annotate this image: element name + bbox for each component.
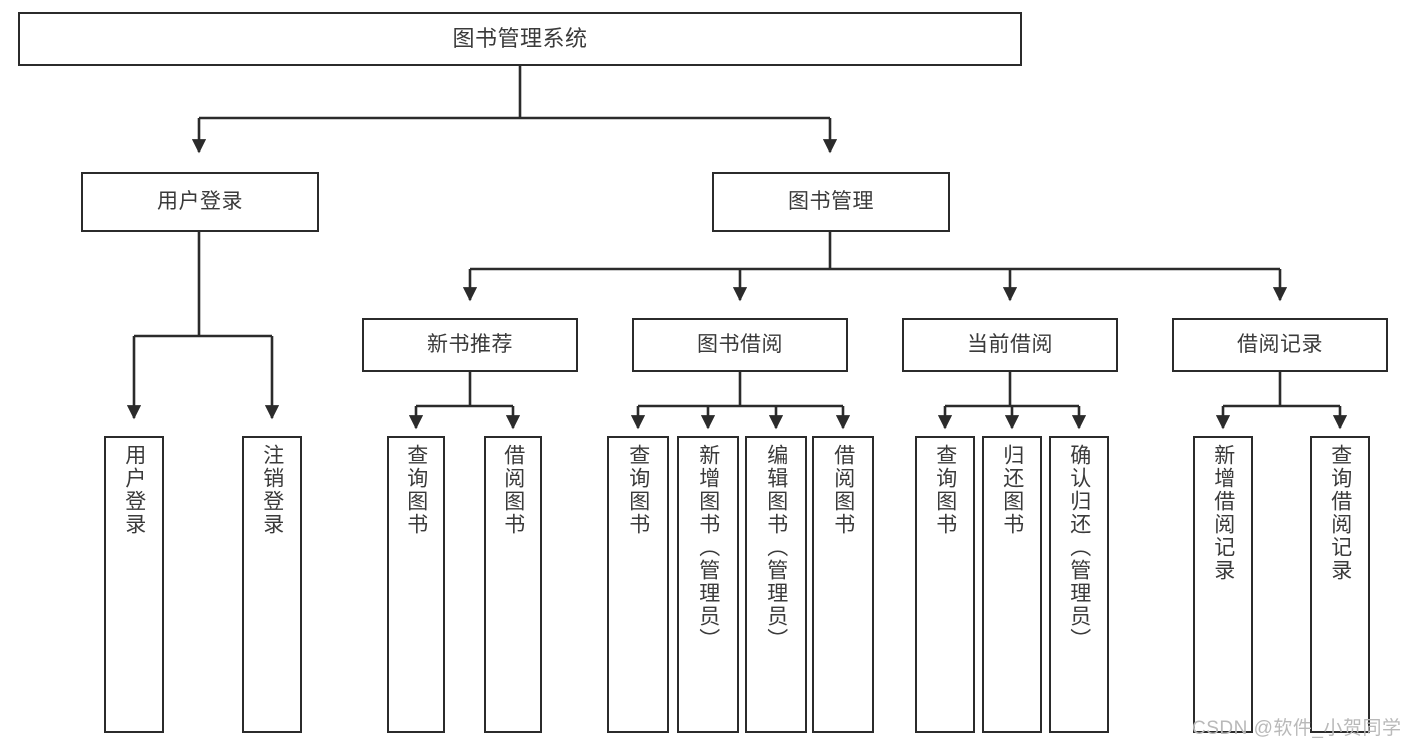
node-label: 查询借阅记录 [1328, 444, 1352, 582]
node-borrow-record[interactable]: 借阅记录 [1172, 318, 1388, 372]
node-label: 图书借阅 [697, 333, 783, 357]
node-user-login[interactable]: 用户登录 [81, 172, 319, 232]
node-label: 图书管理 [788, 190, 874, 214]
node-current-borrow[interactable]: 当前借阅 [902, 318, 1118, 372]
node-label: 用户登录 [157, 190, 243, 214]
leaf-borrow-record-add-record[interactable]: 新增借阅记录 [1193, 436, 1253, 733]
node-root-book-management-system[interactable]: 图书管理系统 [18, 12, 1022, 66]
node-label: 借阅图书 [501, 444, 525, 536]
node-label: 借阅图书 [831, 444, 855, 536]
node-label: 查询图书 [933, 444, 957, 536]
node-book-management[interactable]: 图书管理 [712, 172, 950, 232]
leaf-new-book-query-book[interactable]: 查询图书 [387, 436, 445, 733]
node-label: 当前借阅 [967, 333, 1053, 357]
leaf-book-borrow-add-book-admin[interactable]: 新增图书（管理员） [677, 436, 739, 733]
node-label: 查询图书 [404, 444, 428, 536]
node-label: 编辑图书（管理员） [764, 444, 788, 651]
leaf-user-login-logout[interactable]: 注销登录 [242, 436, 302, 733]
leaf-borrow-record-query-record[interactable]: 查询借阅记录 [1310, 436, 1370, 733]
leaf-current-borrow-query-book[interactable]: 查询图书 [915, 436, 975, 733]
node-label: 归还图书 [1000, 444, 1024, 536]
leaf-book-borrow-edit-book-admin[interactable]: 编辑图书（管理员） [745, 436, 807, 733]
node-label: 注销登录 [260, 444, 284, 536]
leaf-user-login-login[interactable]: 用户登录 [104, 436, 164, 733]
node-label: 新书推荐 [427, 333, 513, 357]
node-label: 图书管理系统 [452, 25, 588, 51]
leaf-new-book-borrow-book[interactable]: 借阅图书 [484, 436, 542, 733]
node-book-borrow[interactable]: 图书借阅 [632, 318, 848, 372]
leaf-current-borrow-return-book[interactable]: 归还图书 [982, 436, 1042, 733]
node-label: 用户登录 [122, 444, 146, 536]
node-label: 确认归还（管理员） [1067, 444, 1091, 651]
node-new-book-recommend[interactable]: 新书推荐 [362, 318, 578, 372]
csdn-watermark: CSDN @软件_小贺同学 [1192, 718, 1402, 739]
node-label: 新增图书（管理员） [696, 444, 720, 651]
leaf-book-borrow-query-book[interactable]: 查询图书 [607, 436, 669, 733]
node-label: 查询图书 [626, 444, 650, 536]
node-label: 新增借阅记录 [1211, 444, 1235, 582]
leaf-current-borrow-confirm-return-admin[interactable]: 确认归还（管理员） [1049, 436, 1109, 733]
leaf-book-borrow-borrow-book[interactable]: 借阅图书 [812, 436, 874, 733]
node-label: 借阅记录 [1237, 333, 1323, 357]
